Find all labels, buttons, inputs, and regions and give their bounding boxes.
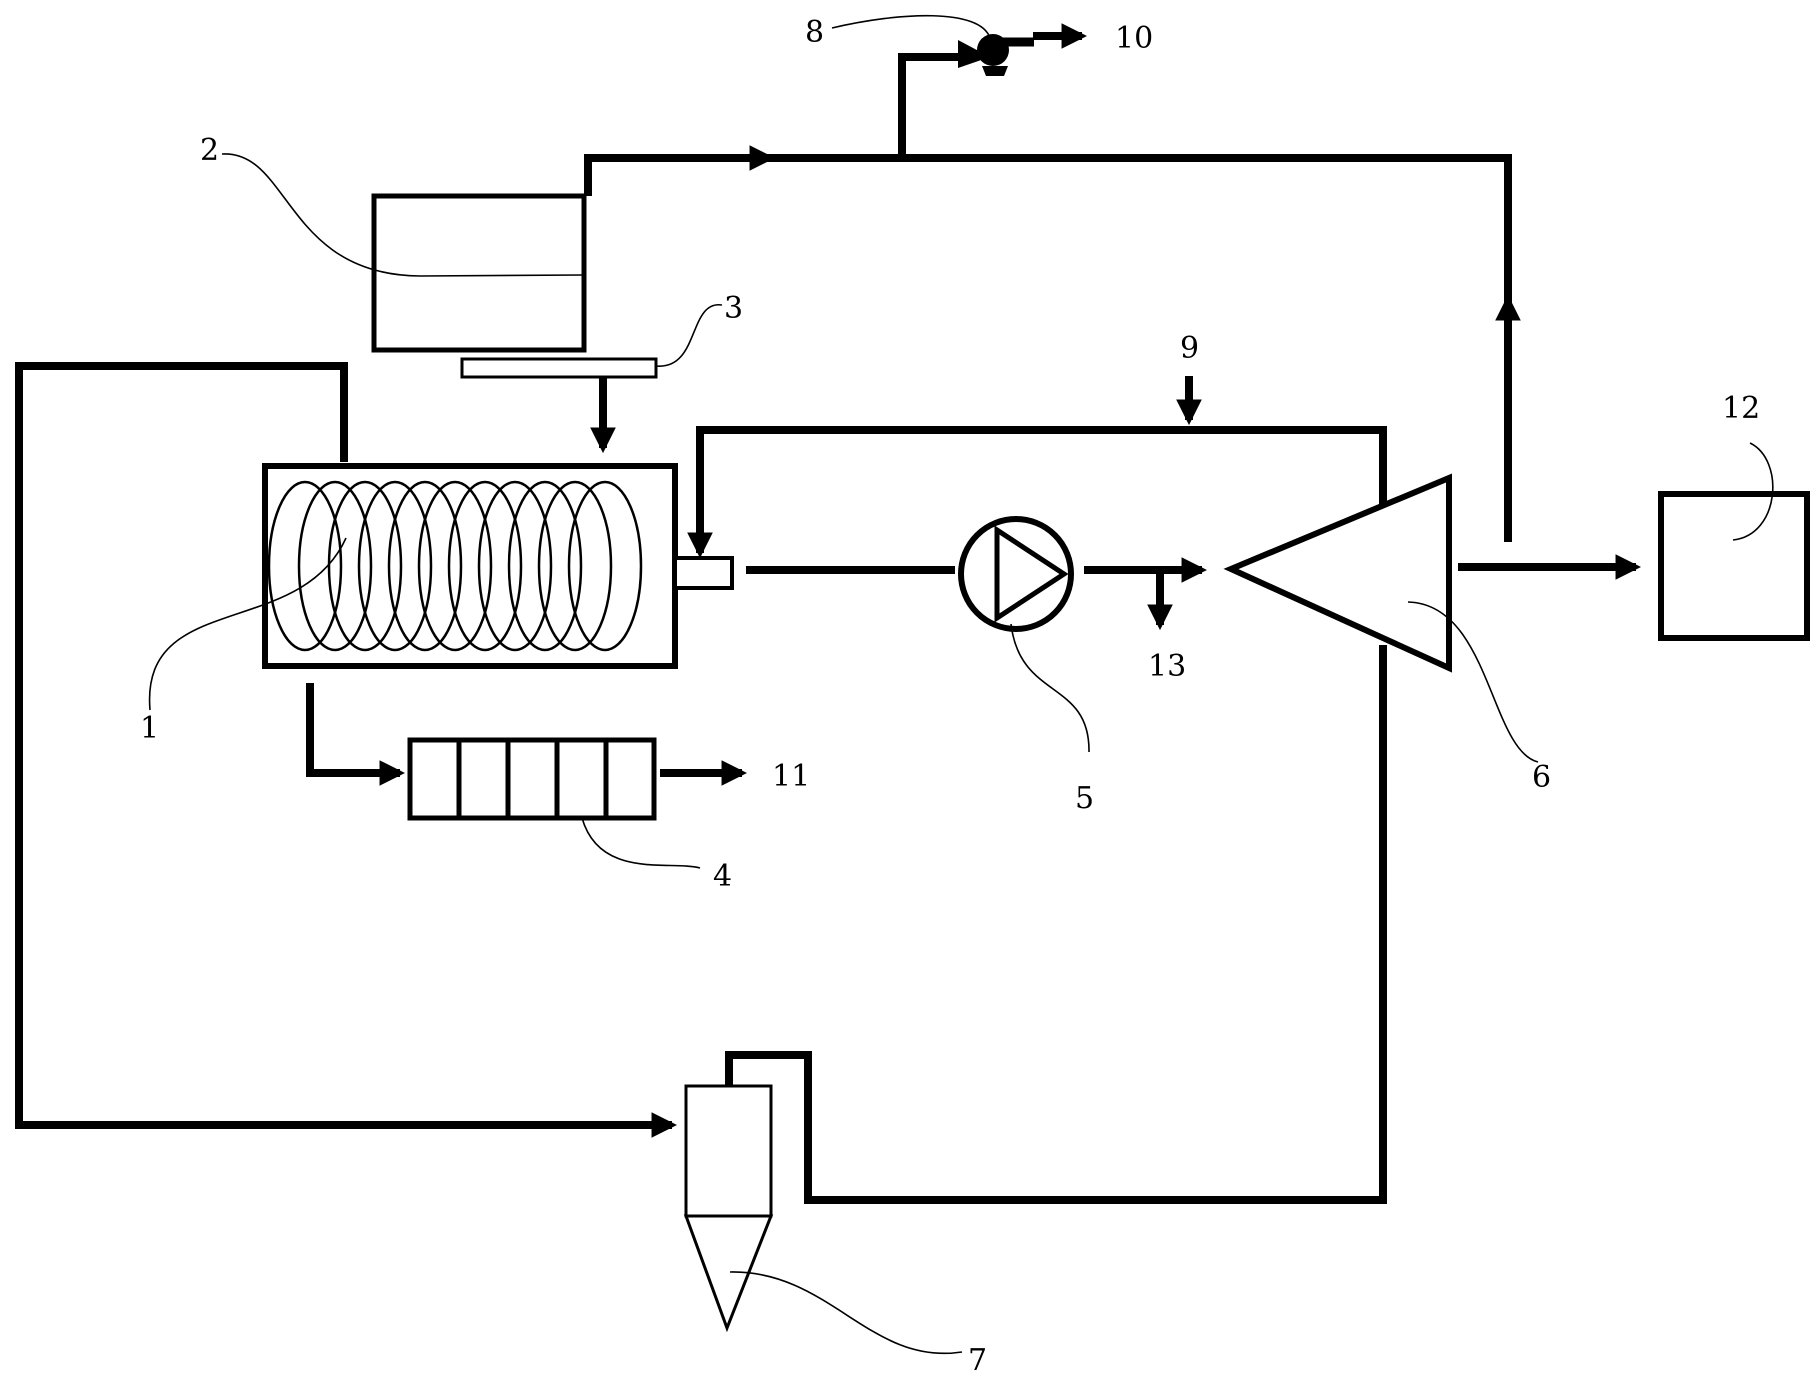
valve-icon: [958, 34, 1034, 76]
coil-ring: [357, 480, 433, 652]
leader-3: [655, 304, 723, 367]
drum-1: [262, 463, 734, 669]
label-12: 12: [1722, 391, 1760, 426]
coil-ring: [507, 480, 583, 652]
leader-5: [1010, 623, 1090, 753]
pipe-vent-riser: [898, 53, 958, 158]
leader-8: [831, 14, 991, 39]
label-7: 7: [968, 1343, 987, 1376]
box-2: [371, 193, 587, 353]
label-6: 6: [1532, 760, 1551, 795]
label-4: 4: [713, 859, 732, 894]
leader-4: [581, 817, 701, 869]
pump-icon: [958, 516, 1074, 632]
pipe-left-loop: [15, 362, 678, 1138]
leader-1: [148, 537, 347, 711]
leader-6: [1407, 601, 1539, 763]
pipe-bottom-loop: [725, 645, 1387, 1204]
pipe-recycle-loop: [687, 426, 1387, 559]
separator-6: [1223, 473, 1452, 673]
plate-3: [460, 357, 658, 379]
leader-12: [1732, 442, 1774, 541]
leader-7: [729, 1271, 963, 1355]
pipe-top-gas: [584, 154, 1512, 542]
vessel-12: [1658, 491, 1810, 641]
pipe-1-to-4: [306, 683, 406, 786]
cyclone-7: [683, 1084, 774, 1333]
coil-ring: [387, 480, 463, 652]
label-3: 3: [724, 291, 743, 326]
label-9: 9: [1180, 331, 1199, 366]
coil-ring: [327, 480, 403, 652]
label-13: 13: [1148, 649, 1186, 684]
coil-ring: [297, 480, 373, 652]
coil-ring: [567, 480, 643, 652]
label-2: 2: [200, 133, 219, 168]
conveyor-4: [407, 737, 657, 821]
coil-ring: [417, 480, 493, 652]
label-8: 8: [805, 15, 824, 50]
label-10: 10: [1115, 21, 1153, 56]
label-11: 11: [772, 759, 810, 794]
label-5: 5: [1075, 781, 1094, 816]
coil-ring: [477, 480, 553, 652]
coil-ring: [447, 480, 523, 652]
label-1: 1: [140, 711, 159, 746]
leader-2: [221, 153, 583, 277]
drum-outlet: [673, 556, 734, 590]
coil-ring: [537, 480, 613, 652]
coil-ring: [267, 480, 343, 652]
